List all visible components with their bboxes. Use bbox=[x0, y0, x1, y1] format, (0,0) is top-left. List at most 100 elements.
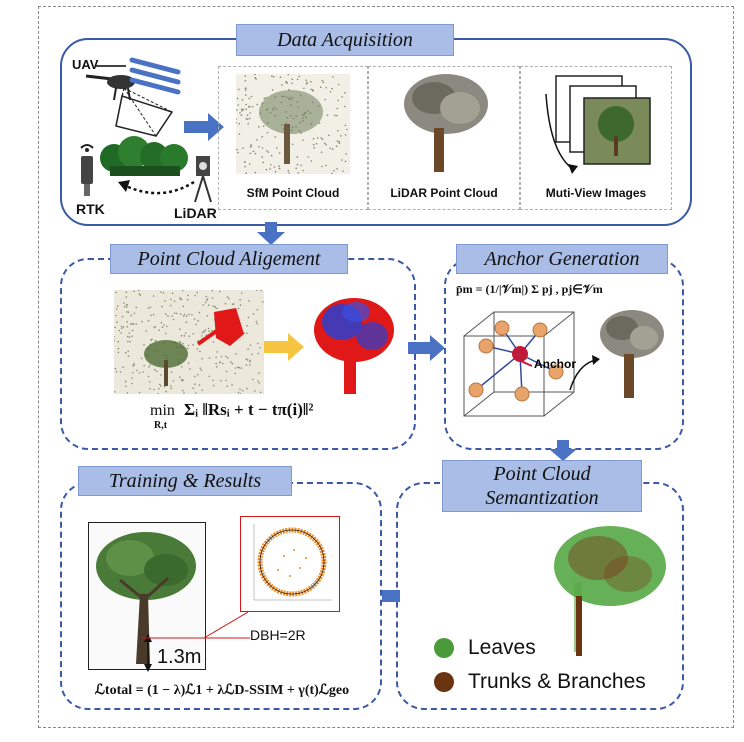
point-speck bbox=[337, 99, 339, 102]
point-speck bbox=[231, 303, 234, 305]
point-speck bbox=[133, 362, 135, 365]
point-speck bbox=[196, 348, 199, 350]
point-speck bbox=[281, 84, 283, 86]
point-speck bbox=[147, 375, 150, 378]
point-speck bbox=[300, 164, 302, 167]
point-speck bbox=[256, 308, 259, 311]
point-speck bbox=[179, 376, 181, 378]
point-speck bbox=[115, 371, 118, 373]
point-speck bbox=[206, 298, 209, 300]
point-speck bbox=[259, 391, 262, 394]
point-speck bbox=[212, 379, 214, 382]
point-speck bbox=[305, 83, 308, 85]
images-box bbox=[520, 66, 672, 210]
point-speck bbox=[153, 388, 155, 391]
point-speck bbox=[227, 357, 229, 359]
images-caption: Muti-View Images bbox=[545, 186, 647, 200]
point-speck bbox=[256, 139, 258, 141]
point-speck bbox=[182, 305, 185, 308]
point-speck bbox=[312, 143, 315, 146]
point-speck bbox=[258, 146, 260, 148]
point-speck bbox=[322, 81, 325, 84]
semantic-tree-image bbox=[554, 526, 666, 656]
point-speck bbox=[334, 114, 336, 117]
point-speck bbox=[224, 302, 227, 305]
point-speck bbox=[184, 332, 187, 334]
point-speck bbox=[231, 384, 233, 386]
point-speck bbox=[310, 88, 312, 91]
point-speck bbox=[310, 160, 313, 162]
point-speck bbox=[285, 81, 288, 84]
multi-view-images bbox=[545, 75, 651, 174]
point-speck bbox=[201, 357, 203, 360]
point-speck bbox=[182, 389, 184, 392]
point-speck bbox=[138, 391, 141, 394]
point-speck bbox=[257, 342, 259, 345]
point-speck bbox=[261, 147, 264, 149]
point-speck bbox=[133, 312, 136, 315]
point-speck bbox=[335, 145, 338, 147]
point-speck bbox=[201, 335, 203, 337]
point-speck bbox=[320, 151, 323, 153]
point-speck bbox=[197, 339, 199, 342]
point-speck bbox=[288, 172, 290, 174]
point-speck bbox=[324, 98, 326, 101]
point-speck bbox=[212, 384, 215, 387]
point-speck bbox=[182, 342, 184, 345]
point-speck bbox=[328, 134, 330, 137]
point-speck bbox=[346, 128, 348, 131]
point-speck bbox=[267, 151, 270, 153]
point-speck bbox=[187, 294, 189, 297]
leaves-label: Leaves bbox=[468, 636, 536, 659]
point-speck bbox=[206, 299, 208, 302]
point-speck bbox=[332, 76, 334, 78]
point-speck bbox=[152, 295, 155, 297]
satellite-icon bbox=[129, 57, 181, 95]
lidar-box bbox=[368, 66, 520, 210]
point-speck bbox=[180, 366, 183, 368]
point-speck bbox=[336, 107, 339, 110]
point-speck bbox=[254, 74, 256, 76]
point-speck bbox=[257, 380, 259, 382]
point-speck bbox=[125, 351, 127, 354]
point-speck bbox=[195, 323, 197, 326]
point-speck bbox=[208, 304, 210, 306]
point-speck bbox=[126, 392, 129, 394]
point-speck bbox=[333, 170, 335, 172]
rtk-label: RTK bbox=[76, 201, 105, 217]
point-speck bbox=[147, 320, 150, 322]
point-speck bbox=[296, 163, 299, 166]
loss-formula: ℒtotal = (1 − λ)ℒ1 + λℒD-SSIM + γ(t)ℒgeo bbox=[94, 683, 350, 698]
point-speck bbox=[128, 336, 131, 338]
point-speck bbox=[127, 311, 130, 313]
point-speck bbox=[245, 364, 248, 366]
point-speck bbox=[170, 298, 172, 301]
legend-leaves: Leaves bbox=[434, 636, 536, 660]
point-speck bbox=[249, 117, 251, 120]
point-speck bbox=[173, 312, 176, 314]
point-speck bbox=[329, 91, 332, 93]
point-speck bbox=[246, 114, 249, 117]
point-speck bbox=[149, 364, 151, 366]
point-speck bbox=[127, 340, 129, 343]
point-speck bbox=[216, 307, 218, 310]
point-speck bbox=[118, 329, 121, 332]
point-speck bbox=[234, 367, 237, 369]
point-speck bbox=[161, 326, 164, 328]
point-speck bbox=[249, 359, 251, 362]
point-speck bbox=[262, 161, 264, 164]
point-speck bbox=[254, 76, 256, 79]
point-speck bbox=[238, 88, 240, 91]
trees-icon bbox=[100, 136, 188, 176]
point-speck bbox=[344, 105, 346, 108]
point-speck bbox=[245, 108, 247, 111]
point-speck bbox=[121, 327, 123, 330]
anchor-tree-image bbox=[600, 310, 664, 398]
point-speck bbox=[159, 383, 161, 386]
point-speck bbox=[273, 166, 276, 168]
point-speck bbox=[133, 290, 135, 293]
point-speck bbox=[169, 385, 172, 387]
point-speck bbox=[287, 169, 290, 172]
point-speck bbox=[255, 78, 257, 80]
point-speck bbox=[336, 140, 339, 142]
